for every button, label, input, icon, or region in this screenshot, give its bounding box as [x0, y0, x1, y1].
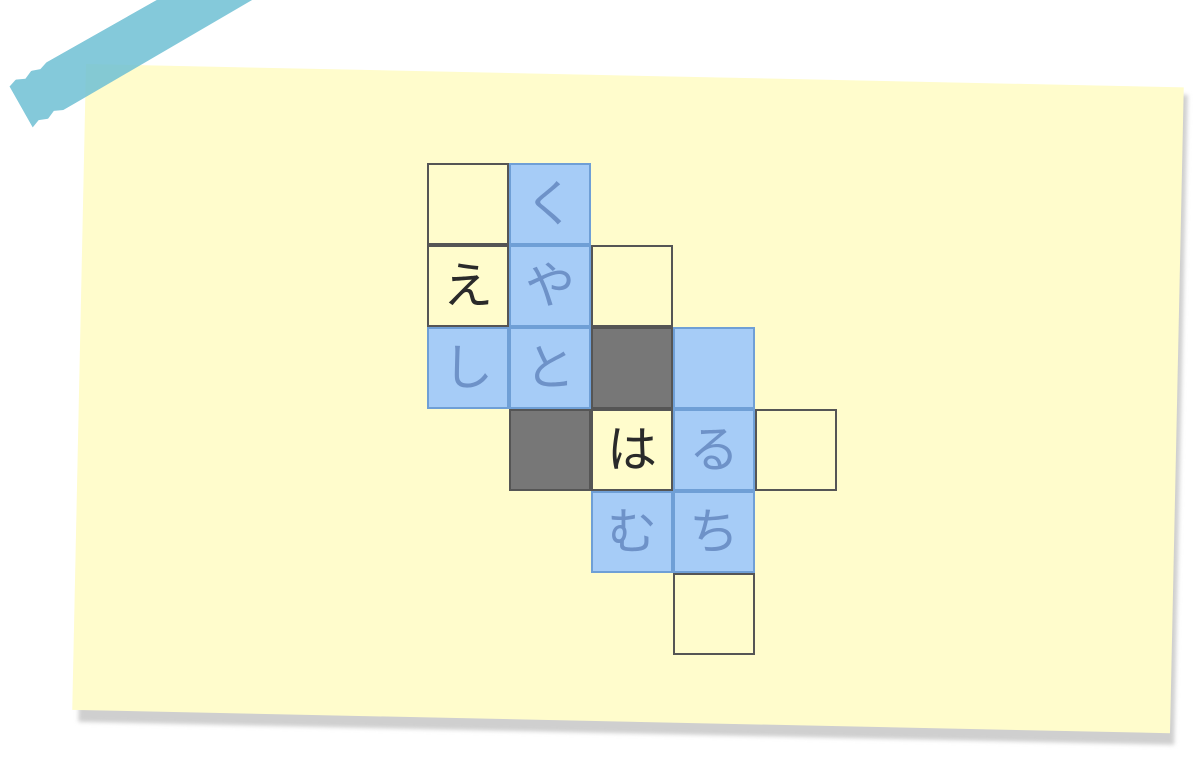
- crossword-cell-given[interactable]: は: [591, 409, 673, 491]
- crossword-cell-empty[interactable]: [427, 163, 509, 245]
- crossword-cell-answer[interactable]: む: [591, 491, 673, 573]
- crossword-cell-blocked: [591, 327, 673, 409]
- crossword-cell-answer[interactable]: と: [509, 327, 591, 409]
- crossword-cell-answer[interactable]: [673, 327, 755, 409]
- crossword-cell-blocked: [509, 409, 591, 491]
- crossword-cell-answer[interactable]: く: [509, 163, 591, 245]
- crossword-cell-answer[interactable]: し: [427, 327, 509, 409]
- crossword-cell-given[interactable]: え: [427, 245, 509, 327]
- crossword-cell-empty[interactable]: [755, 409, 837, 491]
- crossword-cell-empty[interactable]: [673, 573, 755, 655]
- crossword-cell-empty[interactable]: [591, 245, 673, 327]
- crossword-cell-answer[interactable]: ち: [673, 491, 755, 573]
- crossword-cell-answer[interactable]: る: [673, 409, 755, 491]
- crossword-cell-answer[interactable]: や: [509, 245, 591, 327]
